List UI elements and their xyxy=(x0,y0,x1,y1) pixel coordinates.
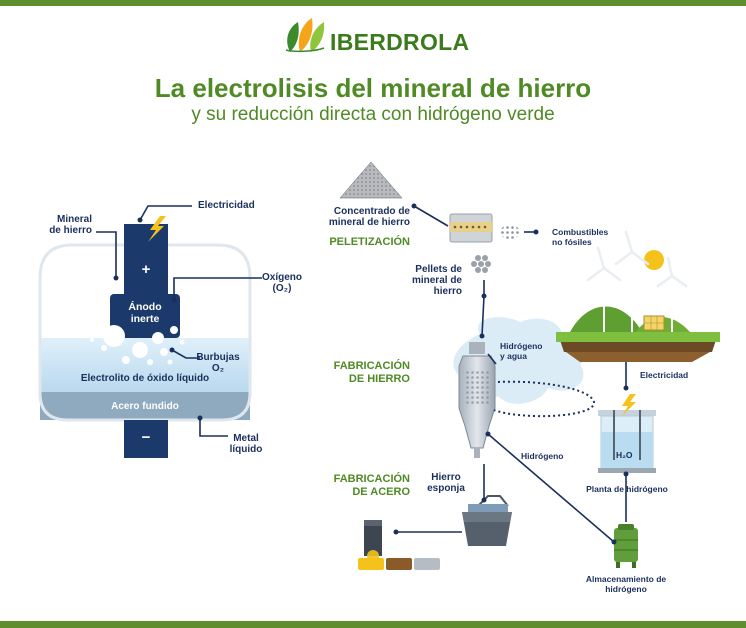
pellets-icon xyxy=(471,255,491,273)
label-electricity: Electricidad xyxy=(198,200,255,211)
label-hydrogen-plant: Planta de hidrógeno xyxy=(586,484,668,494)
label-electrolyte: Electrolito de óxido líquido xyxy=(80,373,210,384)
sponge-iron-bucket-icon xyxy=(462,495,512,546)
bottom-bar xyxy=(0,621,746,628)
label-electricity-plant: Electricidad xyxy=(640,370,689,380)
electrolysis-cell-diagram xyxy=(38,205,262,458)
plus-sign: + xyxy=(141,261,151,278)
minus-sign: − xyxy=(141,429,151,446)
label-hydrogen: Hidrógeno xyxy=(521,451,564,461)
brand-name: IBERDROLA xyxy=(330,29,470,55)
brand-logo-icon xyxy=(285,18,325,53)
steel-products-icon xyxy=(358,520,440,570)
stage-pelletizing: PELETIZACIÓN xyxy=(329,236,410,248)
anode-rod xyxy=(124,224,168,298)
top-bar xyxy=(0,0,746,6)
page-title: La electrolisis del mineral de hierro xyxy=(154,73,592,103)
inert-anode xyxy=(110,294,180,338)
page-subtitle: y su reducción directa con hidrógeno ver… xyxy=(191,104,555,125)
hydrogen-plant-icon xyxy=(598,394,656,473)
renewable-energy-island xyxy=(556,230,720,362)
oxygen-bubbles xyxy=(90,321,185,365)
fuel-mesh-icon xyxy=(500,225,520,239)
hydrogen-loop xyxy=(493,380,595,418)
label-h2o: H₂O xyxy=(616,450,633,460)
shaft-furnace-icon xyxy=(458,342,496,458)
sun-icon xyxy=(644,250,664,270)
plant-lightning-icon xyxy=(622,394,636,416)
process-diagram xyxy=(339,161,720,570)
label-molten-steel: Acero fundido xyxy=(111,401,179,412)
lightning-icon xyxy=(148,216,166,242)
hydrogen-storage-icon xyxy=(614,524,638,568)
cathode-rod xyxy=(124,420,168,458)
label-oxygen: Oxígeno(O₂) xyxy=(261,272,302,294)
molten-steel-layer xyxy=(40,392,250,420)
